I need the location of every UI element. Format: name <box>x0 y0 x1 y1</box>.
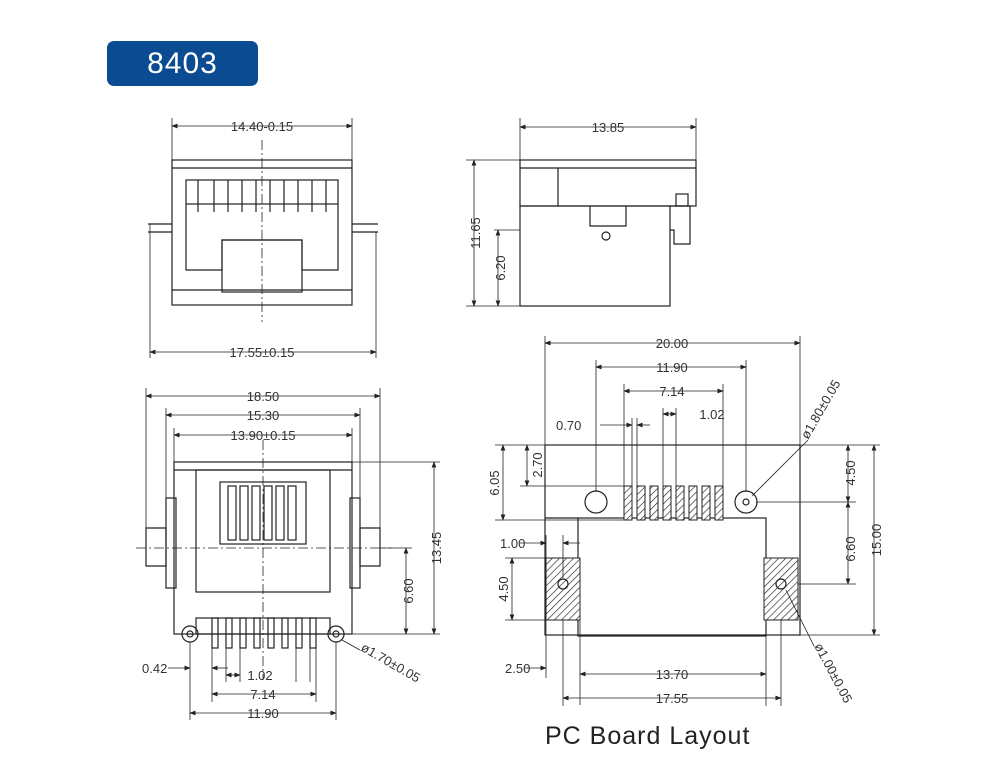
pcb-pin-row-offset: 2.70 <box>530 452 545 477</box>
bottom-inner-width: 13.90±0.15 <box>231 428 296 443</box>
pcb-body-span: 17.55 <box>656 691 689 706</box>
front-view: 14.40-0.15 17.55±0.15 <box>148 118 378 360</box>
bottom-post-height: 6.60 <box>401 578 416 603</box>
bottom-height: 13.45 <box>429 532 444 565</box>
pcb-right-mid: 6.60 <box>843 536 858 561</box>
bottom-pitch: 1.02 <box>247 668 272 683</box>
bottom-overall-width: 18.50 <box>247 389 280 404</box>
pcb-overall-width: 20.00 <box>656 336 689 351</box>
pcb-edge-to-pins: 6.05 <box>487 470 502 495</box>
pcb-offset: 0.70 <box>556 418 581 433</box>
pcb-pitch: 1.02 <box>699 407 724 422</box>
side-view: 13.85 11.65 6.20 <box>466 118 697 307</box>
front-bottom-width: 17.55±0.15 <box>230 345 295 360</box>
side-height: 11.65 <box>468 217 483 249</box>
pcb-pad-height: 4.50 <box>496 576 511 601</box>
bottom-pin-span: 7.14 <box>250 687 275 702</box>
bottom-offset: 0.42 <box>142 661 167 676</box>
pcb-hole-dia-small: ø1.00±0.05 <box>811 640 855 705</box>
pcb-pad-offset: 1.00 <box>500 536 525 551</box>
bottom-body-width: 15.30 <box>247 408 280 423</box>
pcb-right-top: 4.50 <box>843 460 858 485</box>
bottom-post-span: 11.90 <box>247 706 279 721</box>
side-length: 13.85 <box>592 120 625 135</box>
pcb-hole-dia-large: ø1.80±0.05 <box>798 377 844 441</box>
bottom-view: 18.50 15.30 13.90±0.15 13.45 6.60 ø1.70±… <box>136 388 444 721</box>
pcb-hole-span: 11.90 <box>656 360 688 375</box>
front-top-width: 14.40-0.15 <box>231 119 293 134</box>
pcb-body-width: 13.70 <box>656 667 689 682</box>
pcb-pin-span: 7.14 <box>659 384 684 399</box>
pcb-layout-title: PC Board Layout <box>545 722 750 750</box>
bottom-hole-dia: ø1.70±0.05 <box>359 640 423 686</box>
model-badge: 8403 <box>107 41 258 86</box>
pcb-layout: 20.00 11.90 7.14 0.70 1.02 ø1.80±0.05 6.… <box>487 336 884 750</box>
pcb-pad-width: 2.50 <box>505 661 530 676</box>
side-lower-height: 6.20 <box>493 255 508 280</box>
pcb-total-height: 15.00 <box>869 524 884 557</box>
